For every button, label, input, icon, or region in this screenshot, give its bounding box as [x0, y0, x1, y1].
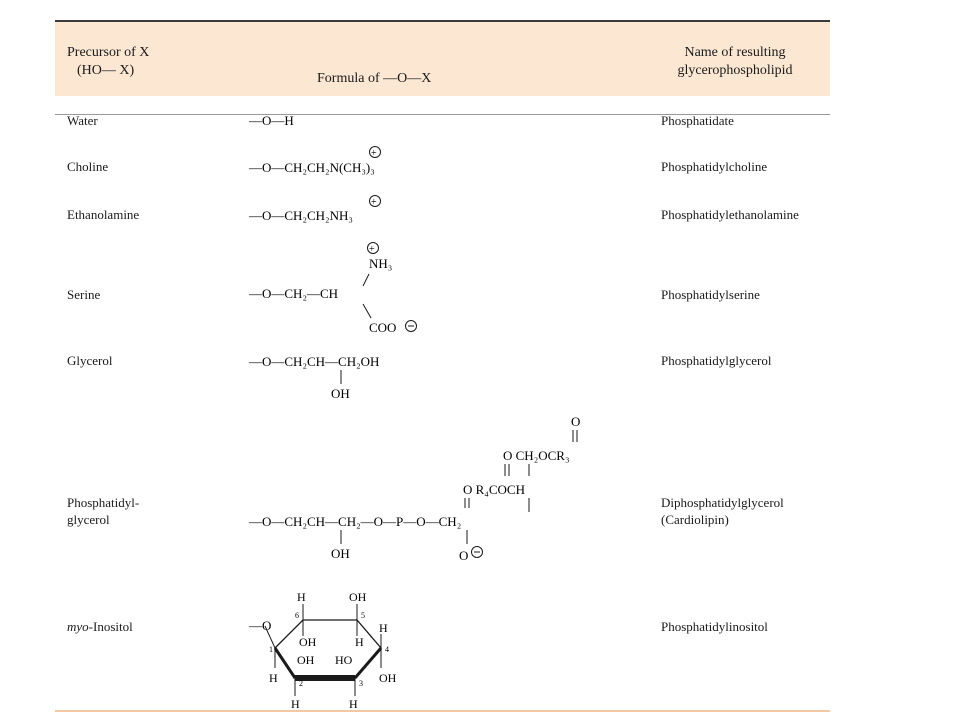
formula-ethanolamine: + —O—CH₂CH₂NH₃ [248, 195, 381, 223]
table-row-glycerol: Glycerol —O—CH₂CH—CH₂OH OH Phosphatidylg… [55, 340, 830, 402]
header-precursor-line1: Precursor of X [67, 45, 150, 60]
table-row-inositol: myo-Inositol —O H OH OH H H OH H OH HO [55, 574, 830, 710]
product-serine: Phosphatidylserine [661, 287, 760, 302]
product-pg-line1: Diphosphatidylglycerol [661, 495, 784, 510]
header-precursor-line2: (HO— X) [77, 63, 135, 78]
svg-text:—O—H: —O—H [248, 113, 294, 128]
svg-text:1: 1 [269, 645, 273, 654]
svg-text:O R₄COCH: O R₄COCH [463, 482, 525, 497]
header-precursor: Precursor of X (HO— X) [67, 44, 197, 80]
svg-text:+: + [369, 244, 375, 255]
svg-text:H: H [349, 697, 358, 710]
svg-text:O: O [571, 414, 580, 429]
precursor-choline: Choline [67, 159, 109, 174]
svg-text:—O—CH₂CH₂N(CH₃)₃: —O—CH₂CH₂N(CH₃)₃ [248, 160, 375, 175]
top-rule [55, 20, 830, 22]
svg-text:OH: OH [331, 546, 350, 561]
svg-text:OH: OH [349, 590, 367, 604]
product-pg-line2: (Cardiolipin) [661, 512, 729, 527]
precursor-glycerol: Glycerol [67, 353, 113, 368]
formula-water: —O—H [248, 113, 294, 128]
svg-text:6: 6 [295, 611, 299, 620]
svg-text:O CH₂OCR₃: O CH₂OCR₃ [503, 448, 570, 463]
product-choline: Phosphatidylcholine [661, 159, 768, 174]
inositol-ring-structure: —O H OH OH H H OH H OH HO H H [248, 590, 397, 710]
svg-text:COO: COO [369, 320, 396, 335]
precursor-phosphatidylglycerol: Phosphatidyl- glycerol [67, 494, 207, 528]
svg-text:4: 4 [385, 645, 389, 654]
svg-text:OH: OH [379, 671, 397, 685]
product-inositol: Phosphatidylinositol [661, 619, 768, 634]
product-glycerol: Phosphatidylglycerol [661, 353, 772, 368]
precursor-inositol-rest: -Inositol [88, 619, 133, 634]
svg-text:H: H [355, 635, 364, 649]
header-name: Name of resulting glycerophospholipid [635, 44, 835, 80]
table-row-phosphatidylglycerol: Phosphatidyl- glycerol O O CH₂OCR₃ O R₄C… [55, 402, 830, 574]
product-phosphatidylglycerol: Diphosphatidylglycerol (Cardiolipin) [661, 494, 831, 528]
svg-text:+: + [371, 148, 377, 159]
header-rule [55, 114, 830, 115]
table-header: Precursor of X (HO— X) Formula of —O—X N… [55, 22, 830, 96]
svg-text:—O—CH₂CH—CH₂—O—P—O—CH₂: —O—CH₂CH—CH₂—O—P—O—CH₂ [248, 514, 461, 529]
precursor-pg-line1: Phosphatidyl- [67, 495, 140, 510]
svg-text:H: H [297, 590, 306, 604]
header-formula: Formula of —O—X [317, 71, 432, 86]
svg-text:2: 2 [299, 679, 303, 688]
table-row-ethanolamine: Ethanolamine + —O—CH₂CH₂NH₃ Phosphatidyl… [55, 192, 830, 240]
table-row-serine: Serine + NH₃ —O—CH₂—CH COO Phosphatidyls… [55, 240, 830, 340]
svg-text:—O: —O [248, 618, 271, 633]
svg-text:HO: HO [335, 653, 353, 667]
svg-text:—O—CH₂—CH: —O—CH₂—CH [248, 286, 338, 301]
svg-text:OH: OH [297, 653, 315, 667]
header-name-line2: glycerophospholipid [677, 63, 793, 78]
product-water: Phosphatidate [661, 113, 734, 128]
svg-text:O: O [459, 548, 468, 563]
bottom-rule [55, 710, 830, 712]
precursor-pg-line2: glycerol [67, 512, 110, 527]
svg-text:H: H [379, 621, 388, 635]
formula-serine: + NH₃ —O—CH₂—CH COO [248, 242, 417, 335]
precursor-inositol: myo-Inositol [67, 618, 207, 635]
svg-text:+: + [371, 197, 377, 208]
svg-text:H: H [291, 697, 300, 710]
svg-text:—O—CH₂CH—CH₂OH: —O—CH₂CH—CH₂OH [248, 354, 379, 369]
header-name-line1: Name of resulting [684, 45, 786, 60]
precursor-water: Water [67, 113, 98, 128]
glycerophospholipid-table: Precursor of X (HO— X) Formula of —O—X N… [55, 20, 830, 712]
product-ethanolamine: Phosphatidylethanolamine [661, 207, 799, 222]
svg-text:—O—CH₂CH₂NH₃: —O—CH₂CH₂NH₃ [248, 208, 353, 223]
table-row-choline: Choline + —O—CH₂CH₂N(CH₃)₃ Phosphatidylc… [55, 140, 830, 192]
svg-text:OH: OH [331, 386, 350, 401]
svg-text:3: 3 [359, 679, 363, 688]
formula-choline: + —O—CH₂CH₂N(CH₃)₃ [248, 146, 381, 175]
precursor-ethanolamine: Ethanolamine [67, 207, 140, 222]
svg-text:OH: OH [299, 635, 317, 649]
svg-text:NH₃: NH₃ [369, 256, 392, 271]
svg-text:5: 5 [361, 611, 365, 620]
precursor-inositol-italic: myo [67, 619, 89, 634]
precursor-serine: Serine [67, 287, 101, 302]
formula-phosphatidylglycerol: O O CH₂OCR₃ O R₄COCH —O—CH₂CH—CH₂—O—P—O—… [248, 414, 580, 563]
table-row-water: Water —O—H Phosphatidate [55, 110, 830, 140]
formula-glycerol: —O—CH₂CH—CH₂OH OH [248, 354, 379, 401]
svg-text:H: H [269, 671, 278, 685]
